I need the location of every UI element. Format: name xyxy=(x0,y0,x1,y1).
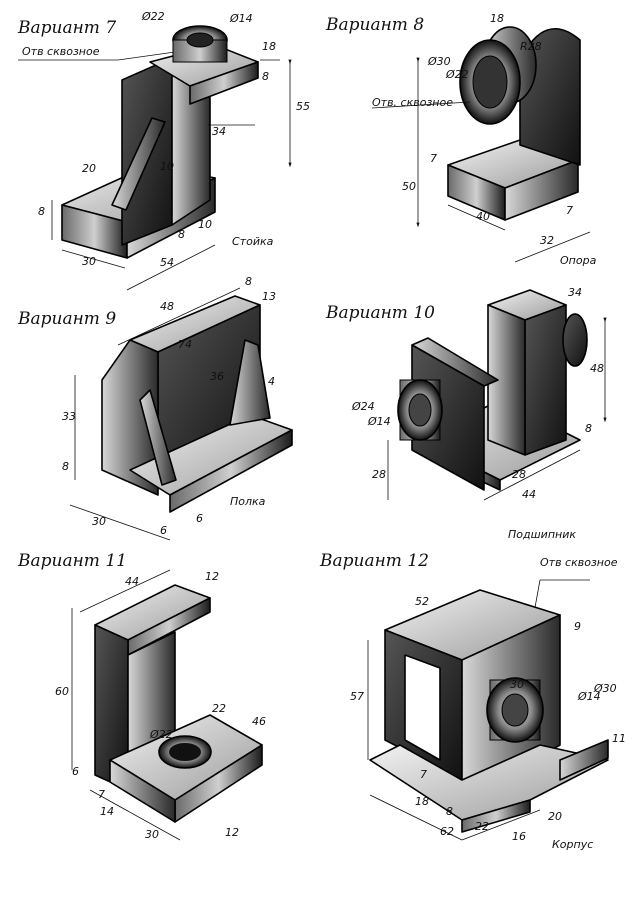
v9-dim-6a: 6 xyxy=(160,524,167,537)
v12-dim-57: 57 xyxy=(350,690,364,703)
v7-dim-54: 54 xyxy=(160,256,174,269)
variant-9: Вариант 9 48 8 13 74 36 4 33 8 30 6 6 По… xyxy=(17,275,293,541)
v7-dim-34: 34 xyxy=(212,125,226,138)
v7-dim-d22: Ø22 xyxy=(141,10,165,23)
v11-dim-6: 6 xyxy=(72,765,79,778)
variant-11-title: Вариант 11 xyxy=(17,551,127,571)
v9-dim-13: 13 xyxy=(262,290,276,303)
v12-dim-52: 52 xyxy=(415,595,429,608)
v9-dim-8: 8 xyxy=(245,275,252,288)
v10-dim-14: Ø14 xyxy=(367,415,391,428)
v7-dim-10b: 10 xyxy=(198,218,212,231)
v12-dim-8: 8 xyxy=(446,805,453,818)
v10-dim-24: Ø24 xyxy=(351,400,375,413)
variant-10-part-name: Подшипник xyxy=(508,528,576,541)
v9-dim-33: 33 xyxy=(62,410,76,423)
v12-dim-11: 11 xyxy=(612,732,626,745)
v7-dim-8c: 8 xyxy=(178,228,185,241)
variant-12-part-name: Корпус xyxy=(552,838,593,851)
v10-dim-48: 48 xyxy=(590,362,604,375)
v10-dim-28b: 28 xyxy=(512,468,526,481)
v12-dim-14: Ø14 xyxy=(577,690,601,703)
variant-7-rib xyxy=(111,117,166,211)
variant-12: Вариант 12 Отв сквозное 52 9 57 30 Ø14 Ø… xyxy=(319,551,626,851)
v12-dim-16: 16 xyxy=(512,830,526,843)
variant-8-part-name: Опора xyxy=(560,254,597,267)
v12-dim-7: 7 xyxy=(420,768,427,781)
variant-8-title: Вариант 8 xyxy=(325,15,424,35)
v9-dim-36: 36 xyxy=(210,370,224,383)
v8-dim-40: 40 xyxy=(476,210,490,223)
v10-dim-28a: 28 xyxy=(372,468,386,481)
v11-dim-12a: 12 xyxy=(205,570,219,583)
v9-dim-8b: 8 xyxy=(62,460,69,473)
variant-9-title: Вариант 9 xyxy=(17,309,116,329)
v11-dim-22b: Ø22 xyxy=(149,728,173,741)
v11-dim-7: 7 xyxy=(98,788,105,801)
variant-11: Вариант 11 44 12 60 22 46 Ø22 6 7 14 30 … xyxy=(17,551,266,841)
v10-dim-34: 34 xyxy=(568,286,582,299)
v7-dim-d14: Ø14 xyxy=(229,12,253,25)
v11-dim-44: 44 xyxy=(125,575,139,588)
v9-dim-30: 30 xyxy=(92,515,106,528)
v8-dim-r28: R28 xyxy=(520,40,542,53)
v12-dim-22: 22 xyxy=(475,820,489,833)
v7-dim-8a: 8 xyxy=(262,70,269,83)
variant-12-title: Вариант 12 xyxy=(319,551,429,571)
variant-7-part-name: Стойка xyxy=(232,235,274,248)
v8-dim-18: 18 xyxy=(490,12,504,25)
variant-9-part-name: Полка xyxy=(230,495,266,508)
v12-dim-30b: Ø30 xyxy=(593,682,617,695)
v7-dim-18: 18 xyxy=(262,40,276,53)
v10-dim-8: 8 xyxy=(585,422,592,435)
v7-dim-10a: 10 xyxy=(160,160,174,173)
v12-dim-20: 20 xyxy=(548,810,562,823)
v11-dim-30: 30 xyxy=(145,828,159,841)
v11-dim-22a: 22 xyxy=(212,702,226,715)
v9-dim-74: 74 xyxy=(178,338,192,351)
variant-7-hole-note: Отв сквозное xyxy=(22,45,100,58)
v10-dim-44: 44 xyxy=(522,488,536,501)
variant-9-rib xyxy=(229,339,271,426)
variant-7: Вариант 7 Отв сквозное Ø22 Ø14 18 8 55 3… xyxy=(17,10,310,291)
v9-dim-6b: 6 xyxy=(196,512,203,525)
v9-dim-48: 48 xyxy=(160,300,174,313)
variant-7-title: Вариант 7 xyxy=(17,18,116,38)
v7-dim-55: 55 xyxy=(296,100,310,113)
v12-dim-9: 9 xyxy=(574,620,581,633)
v12-dim-18: 18 xyxy=(415,795,429,808)
v11-dim-12b: 12 xyxy=(225,826,239,839)
v8-dim-32: 32 xyxy=(540,234,554,247)
v8-dim-30: Ø30 xyxy=(427,55,451,68)
variant-8-hole-note: Отв. сквозное xyxy=(372,96,453,109)
variant-10-back-plate xyxy=(524,304,567,456)
v8-dim-50: 50 xyxy=(402,180,416,193)
v12-dim-62: 62 xyxy=(440,825,454,838)
v8-dim-7a: 7 xyxy=(430,152,437,165)
v11-dim-60: 60 xyxy=(55,685,69,698)
variant-10: Вариант 10 34 48 Ø24 Ø14 8 28 28 44 Подш… xyxy=(325,286,607,541)
v8-dim-7b: 7 xyxy=(566,204,573,217)
v8-dim-22: Ø22 xyxy=(445,68,469,81)
v9-dim-4: 4 xyxy=(268,375,275,388)
variant-12-hole-note: Отв сквозное xyxy=(540,556,618,569)
v11-dim-14: 14 xyxy=(100,805,114,818)
variant-10-title: Вариант 10 xyxy=(325,303,435,323)
v7-dim-8b: 8 xyxy=(38,205,45,218)
v7-dim-20: 20 xyxy=(82,162,96,175)
v12-dim-30a: 30 xyxy=(510,678,524,691)
variant-8: Вариант 8 Отв. сквозное 18 Ø30 Ø22 R28 7… xyxy=(325,12,597,267)
v7-dim-30: 30 xyxy=(82,255,96,268)
v11-dim-46: 46 xyxy=(252,715,266,728)
